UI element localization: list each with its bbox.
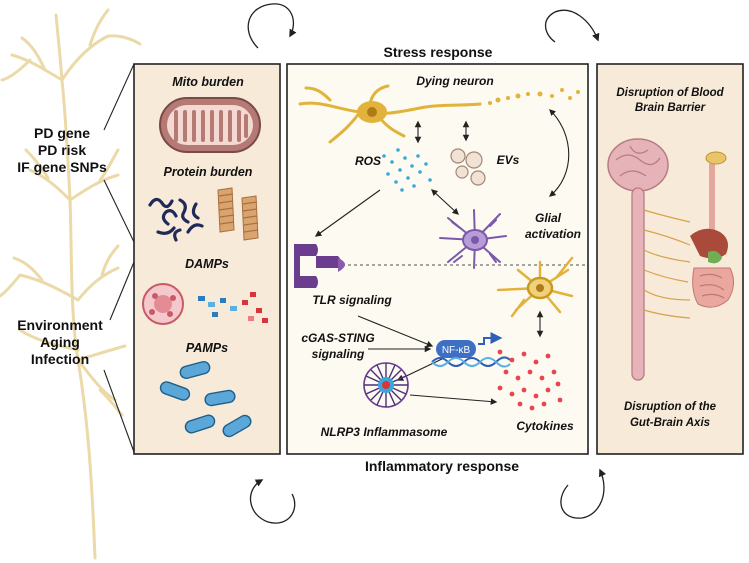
mitochondrion-icon [159, 97, 261, 153]
nfkb-complex-icon: NF-κB [431, 332, 511, 368]
dying-neuron-icon [298, 84, 580, 144]
mito-burden-label: Mito burden [172, 75, 244, 89]
ros-particles-icon [382, 148, 432, 192]
microglia-icon [439, 209, 507, 269]
dying-neuron-label: Dying neuron [416, 74, 493, 88]
fibril-icon [217, 187, 259, 241]
tlr-signaling-label: TLR signaling [312, 293, 392, 307]
genetic-label-2: PD risk [38, 142, 86, 158]
nlrp3-inflammasome-icon [363, 362, 409, 408]
genetic-factors-label: PD gene PD risk IF gene SNPs [17, 125, 107, 175]
nfkb-label: NF-κB [442, 345, 471, 356]
evs-label: EVs [497, 153, 520, 167]
tlr-receptor-icon [294, 244, 345, 288]
astrocyte-icon [496, 256, 574, 318]
pamps-label: PAMPs [186, 341, 228, 355]
ros-label: ROS [355, 154, 381, 168]
protein-aggregate-icon [148, 197, 204, 242]
damp-fragments-icon [198, 292, 268, 323]
cgas-sting-label-1: cGAS-STING [301, 331, 374, 345]
genetic-label-1: PD gene [34, 125, 90, 141]
gut-organs-icon [690, 151, 734, 308]
extracellular-vesicles-icon [450, 148, 486, 186]
damps-label: DAMPs [185, 257, 229, 271]
nlrp3-label: NLRP3 Inflammasome [321, 425, 448, 439]
inflammatory-response-title: Inflammatory response [365, 458, 519, 474]
env-label-3: Infection [31, 351, 89, 367]
cycle-arrow-icon [247, 3, 607, 524]
glial-activation-label-2: activation [525, 227, 581, 241]
glial-activation-label-1: Glial [535, 211, 562, 225]
gut-brain-label-1: Disruption of the [624, 401, 717, 413]
bacteria-icon [159, 360, 252, 438]
bbb-label-2: Brain Barrier [635, 102, 706, 114]
nerve-fibers-icon [643, 209, 691, 319]
stress-response-title: Stress response [384, 44, 493, 60]
genetic-label-3: IF gene SNPs [17, 159, 107, 175]
bbb-label-1: Disruption of Blood [616, 87, 724, 99]
cgas-sting-label-2: signaling [312, 347, 365, 361]
brain-spinal-cord-icon [607, 138, 669, 381]
cytokines-icon [497, 349, 563, 411]
cytokines-label: Cytokines [516, 419, 574, 433]
env-label-1: Environment [17, 317, 103, 333]
protein-burden-label: Protein burden [164, 165, 253, 179]
neuron-tree-icon [0, 8, 142, 560]
environmental-factors-label: Environment Aging Infection [17, 317, 103, 367]
env-label-2: Aging [40, 334, 80, 350]
connector-lines [103, 63, 135, 453]
gut-brain-label-2: Gut-Brain Axis [630, 417, 710, 429]
damp-cell-icon [142, 283, 184, 325]
